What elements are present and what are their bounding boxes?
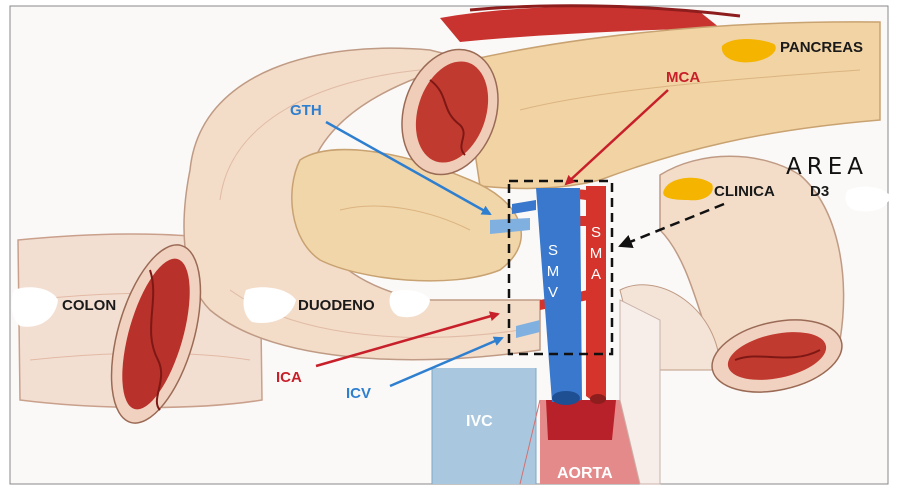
clinica-label: CLINICA — [714, 184, 775, 199]
gth-label: GTH — [290, 103, 322, 118]
aorta-label: AORTA — [557, 466, 613, 482]
d3-label: D3 — [810, 184, 829, 199]
pancreas-label: PANCREAS — [780, 40, 863, 55]
colon-label: COLON — [62, 298, 116, 313]
smv-label: SMV — [546, 240, 560, 303]
sma-label: SMA — [589, 222, 603, 285]
area-label: AREA — [786, 154, 868, 180]
icv-label: ICV — [346, 386, 371, 401]
ivc-label: IVC — [466, 414, 493, 430]
ica-label: ICA — [276, 370, 302, 385]
mca-label: MCA — [666, 70, 700, 85]
duodeno-label: DUODENO — [298, 298, 375, 313]
